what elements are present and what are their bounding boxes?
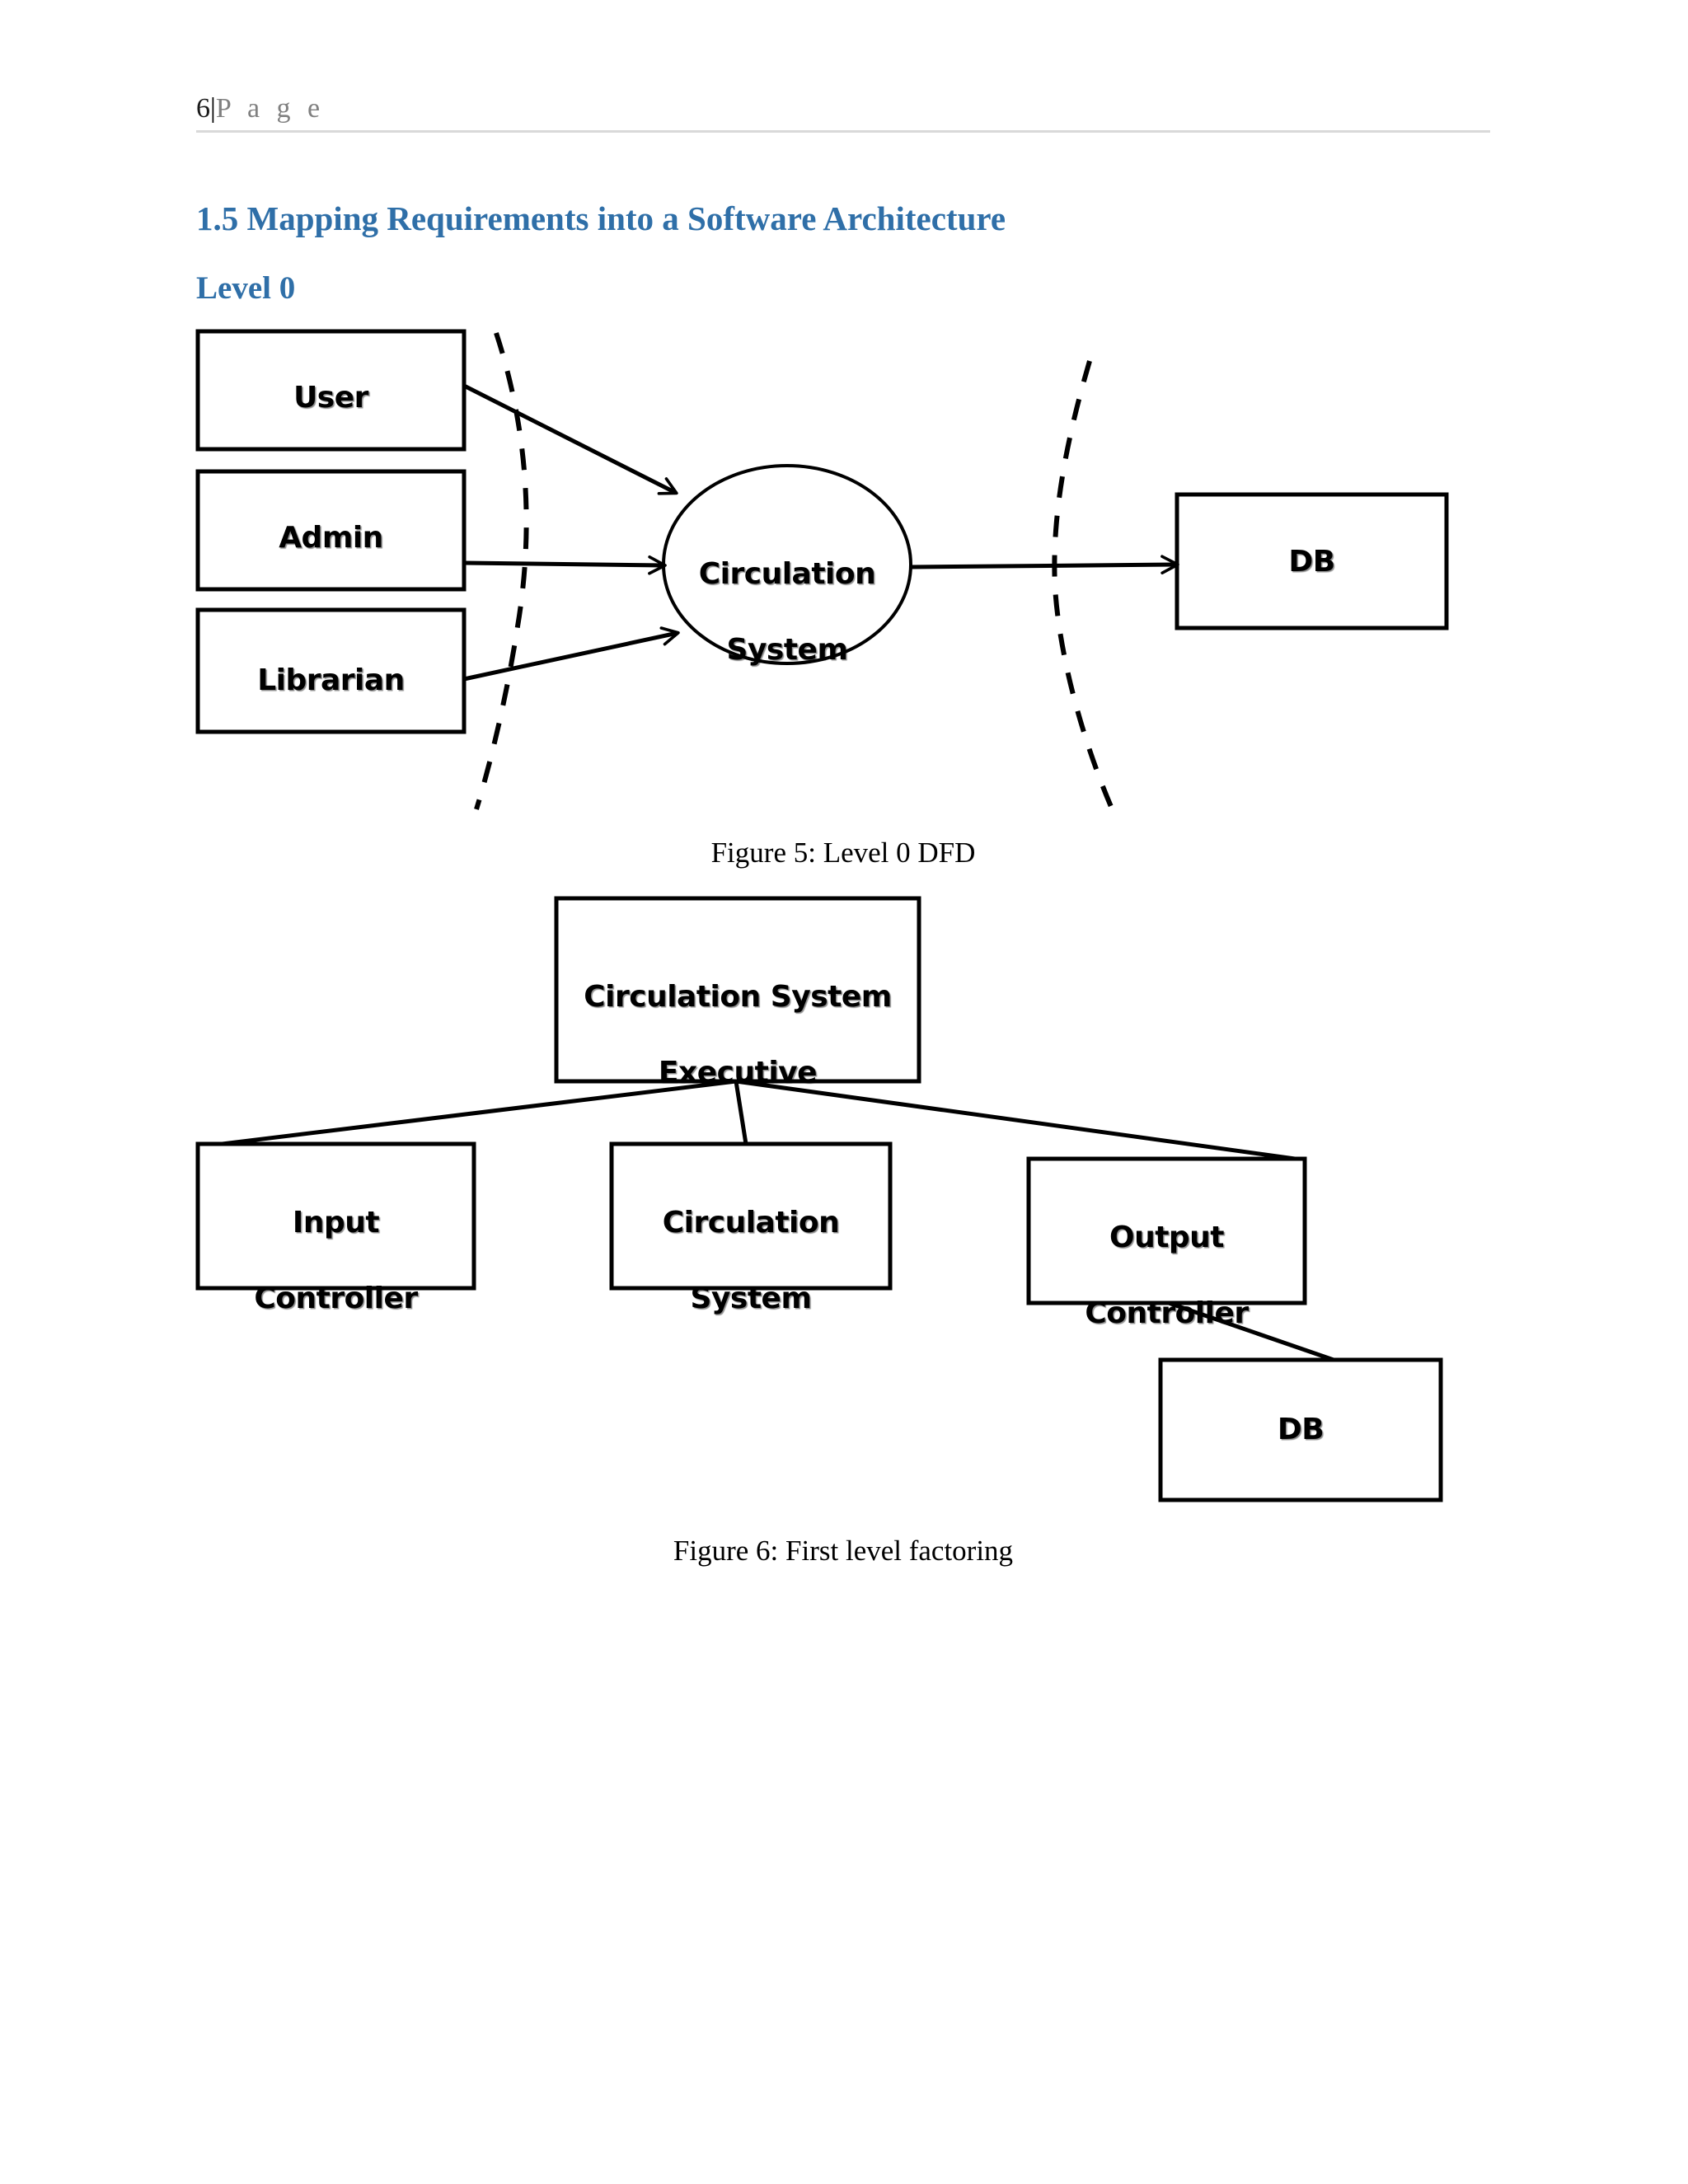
figure5-node-db [1175, 492, 1449, 630]
subsection-heading: Level 0 [196, 270, 296, 306]
figure5-edge-librarian-to-circulation [463, 626, 680, 682]
figure5-output-boundary-dashed [1052, 360, 1117, 816]
figure5-node-user [195, 329, 467, 452]
figure5-node-librarian [195, 607, 467, 734]
figure5-edge-user-to-circulation [462, 383, 678, 495]
page-word: P a g e [215, 93, 326, 124]
figure6-node-db [1158, 1357, 1443, 1502]
figure5-node-admin [195, 469, 467, 592]
section-heading: 1.5 Mapping Requirements into a Software… [196, 199, 1006, 237]
figure-5-caption: Figure 5: Level 0 DFD [710, 837, 976, 869]
figure6-edge-exec-to-circulation-system [734, 1080, 748, 1145]
figure6-edge-exec-to-input-controller [208, 1079, 737, 1148]
figure6-node-circulation-system-executive [554, 896, 921, 1084]
header-separator: | [210, 93, 216, 124]
page-number-header: 6|P a g e [196, 92, 1490, 125]
figure6-edge-output-controller-to-db [1168, 1301, 1334, 1362]
figure-6-caption: Figure 6: First level factoring [673, 1535, 1014, 1567]
figure5-input-boundary-dashed [474, 332, 529, 810]
figure5-edge-admin-to-circulation [463, 555, 667, 575]
figure6-node-output-controller [1026, 1156, 1307, 1305]
figure-6-canvas [0, 865, 1688, 1525]
figure6-node-circulation-system [609, 1141, 893, 1291]
header-divider-rule [196, 130, 1490, 133]
figure5-node-circulation-system [662, 464, 912, 665]
running-header: 6|P a g e [196, 92, 1490, 143]
figure6-node-input-controller [195, 1141, 476, 1291]
figure6-edge-exec-to-output-controller [735, 1079, 1296, 1161]
page-number: 6 [196, 93, 210, 124]
figure-5-canvas [0, 0, 1688, 824]
figure5-edge-circulation-to-db [910, 555, 1179, 574]
